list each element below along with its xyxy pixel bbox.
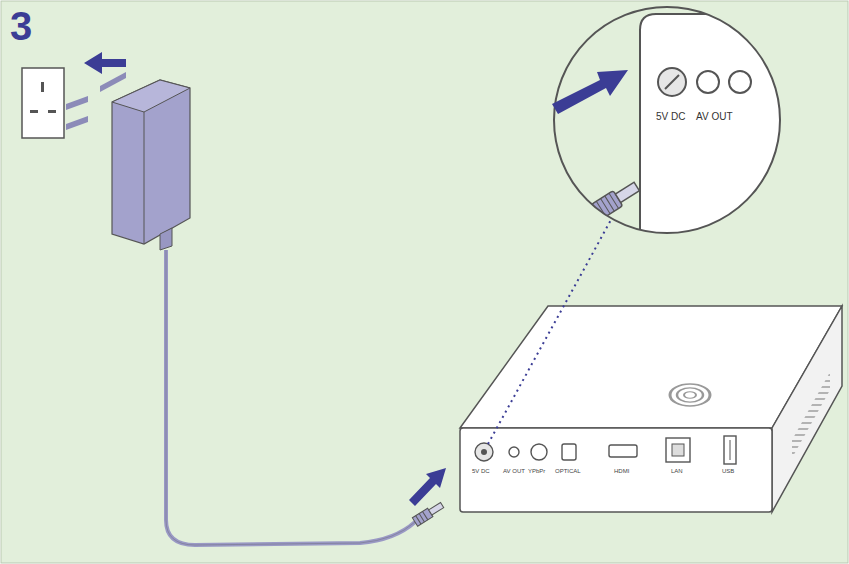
port-label: AV OUT: [503, 468, 525, 474]
zoom-leader: [488, 218, 612, 444]
direction-arrow: [84, 52, 126, 74]
power-adapter: [66, 72, 190, 250]
direction-arrow: [409, 468, 446, 506]
media-player: [460, 306, 842, 512]
port-label: OPTICAL: [555, 468, 581, 474]
port-label: USB: [722, 468, 734, 474]
port-label: HDMI: [614, 468, 629, 474]
zoom-inset: [552, 7, 800, 241]
port-label: 5V DC: [656, 112, 685, 122]
power-cable: [166, 250, 415, 545]
dc-jack: [412, 501, 444, 526]
wall-socket: [22, 68, 64, 138]
port-label: 5V DC: [472, 468, 490, 474]
port-label: YPbPr: [528, 468, 545, 474]
port-label: AV OUT: [696, 112, 732, 122]
step-number: 3: [10, 6, 32, 46]
port-label: LAN: [671, 468, 683, 474]
